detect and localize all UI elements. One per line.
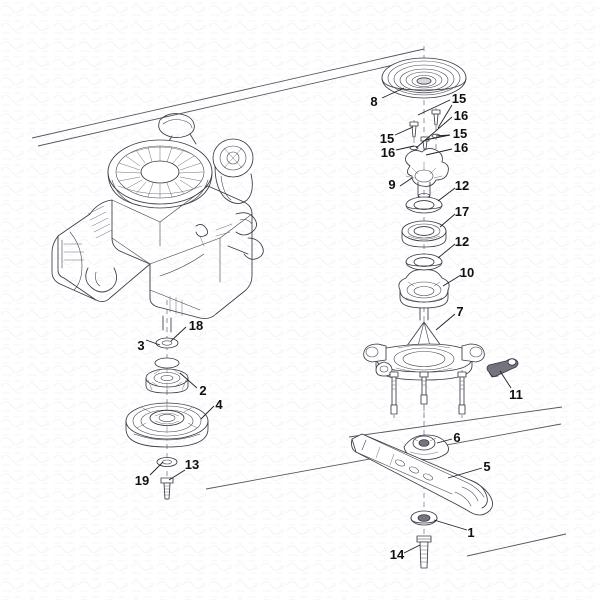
screw-15-center[interactable] (431, 109, 441, 126)
callout-12-upper: 12 (455, 178, 469, 193)
callout-16-left: 16 (381, 145, 395, 160)
callout-3: 3 (137, 338, 144, 353)
blade-bolt-14[interactable] (416, 535, 432, 569)
callout-16-center: 16 (454, 140, 468, 155)
callout-5: 5 (483, 459, 490, 474)
callout-9: 9 (388, 177, 395, 192)
retaining-clip-11[interactable] (486, 358, 519, 378)
bearing-17[interactable] (401, 220, 447, 248)
blade-washer-1[interactable] (410, 510, 438, 526)
drive-pulley-4[interactable] (125, 402, 209, 448)
bearing-cap-10[interactable] (398, 269, 450, 321)
callout-1: 1 (467, 525, 474, 540)
callout-18: 18 (189, 318, 203, 333)
callout-15-left: 15 (380, 131, 394, 146)
callout-15-center: 15 (453, 126, 467, 141)
callout-15-right: 15 (452, 91, 466, 106)
cutting-blade-5[interactable] (351, 433, 493, 516)
callout-17: 17 (455, 204, 469, 219)
mounting-bolt-right[interactable] (457, 371, 467, 415)
flat-washer-12-upper[interactable] (405, 196, 443, 214)
engine-assembly[interactable] (51, 113, 264, 333)
callout-6: 6 (453, 430, 460, 445)
callout-13: 13 (185, 457, 199, 472)
callout-12-lower: 12 (455, 234, 469, 249)
screw-15-right[interactable] (409, 121, 419, 138)
callout-2: 2 (199, 383, 206, 398)
callout-10: 10 (460, 265, 474, 280)
pulley-bolt-13[interactable] (160, 477, 174, 500)
callout-4: 4 (215, 397, 223, 412)
callout-7: 7 (456, 304, 463, 319)
callout-11: 11 (509, 387, 523, 402)
callout-labels: 1 2 3 4 5 6 7 8 9 10 11 12 12 13 14 15 1… (135, 91, 523, 562)
spindle-housing-7[interactable] (363, 321, 485, 381)
callout-16-right: 16 (454, 108, 468, 123)
mounting-bolt-center[interactable] (419, 371, 429, 405)
drive-hub-2[interactable] (145, 357, 189, 394)
bolt-washer-19[interactable] (156, 457, 178, 467)
blade-boss-6[interactable] (403, 434, 449, 460)
callout-19: 19 (135, 473, 149, 488)
callout-8: 8 (370, 94, 377, 109)
callout-14: 14 (390, 547, 405, 562)
belt-path-lines (31, 48, 567, 557)
flat-washer-12-lower[interactable] (405, 253, 443, 271)
coupler-spider-9[interactable] (405, 147, 449, 199)
spacer-washer-3[interactable] (155, 337, 179, 349)
mounting-bolt-left[interactable] (389, 371, 399, 415)
leader-lines (145, 87, 512, 554)
